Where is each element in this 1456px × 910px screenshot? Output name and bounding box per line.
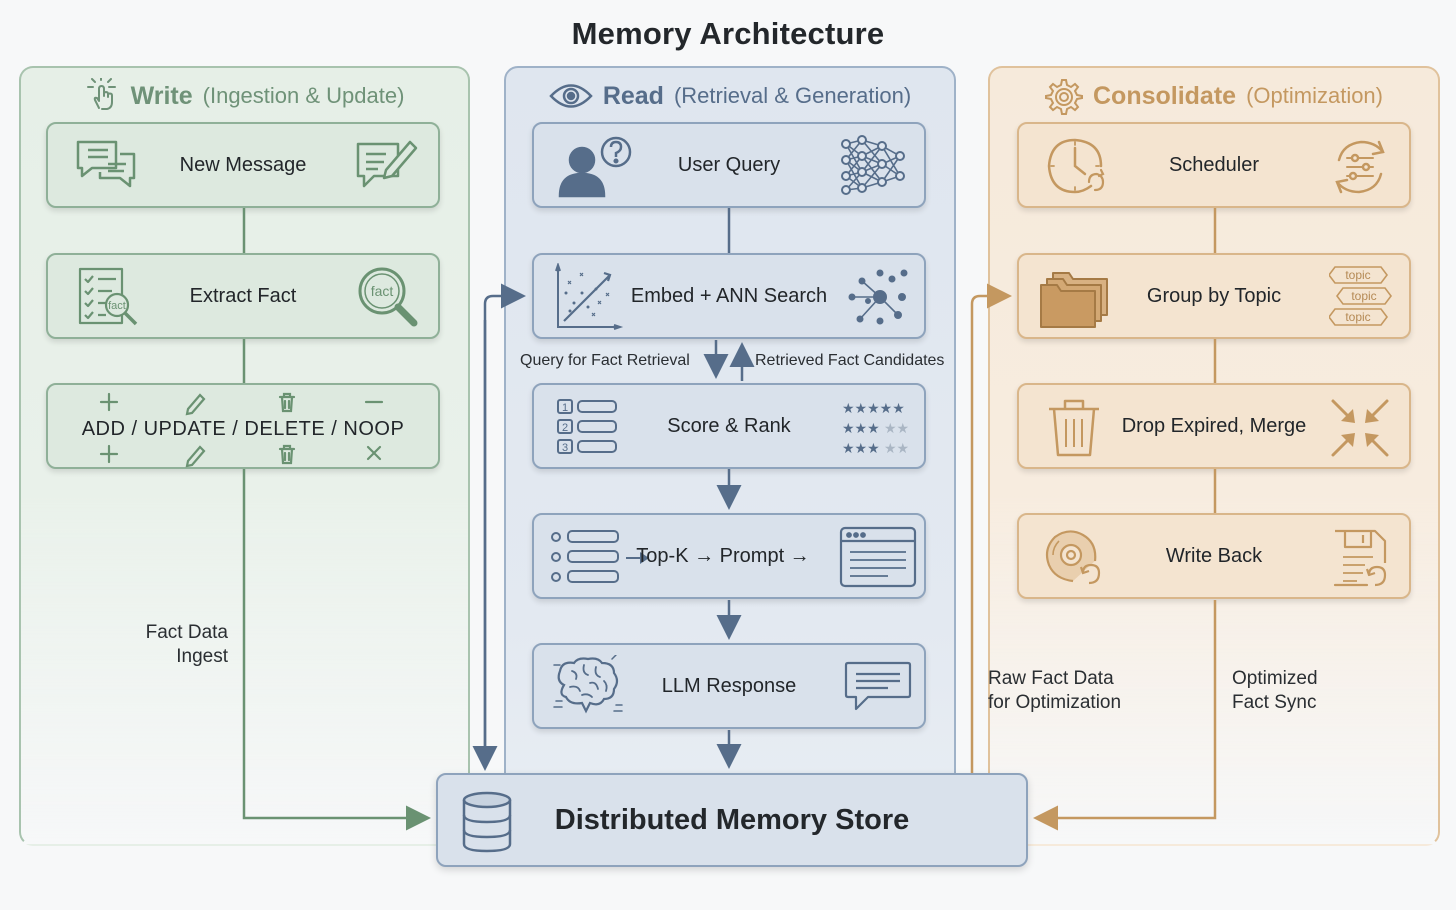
scatter-plot-icon	[555, 263, 624, 330]
checklist-icon: fact	[78, 267, 138, 326]
sliders-sync-icon	[1335, 140, 1385, 194]
window-icon	[839, 526, 917, 588]
scheduler-box: Scheduler	[1017, 122, 1411, 208]
read-subtitle: (Retrieval & Generation)	[673, 83, 912, 108]
scheduler-label: Scheduler	[1168, 153, 1260, 176]
x-icon	[366, 445, 382, 461]
topic-tag-1: topic	[1345, 268, 1370, 282]
list-icon	[551, 530, 619, 583]
database-icon	[462, 791, 512, 853]
topic-tag-2: topic	[1351, 289, 1376, 303]
query-for-fact-retrieval-note: Query for Fact Retrieval	[520, 352, 690, 369]
llm-response-box: LLM Response	[532, 643, 926, 729]
eye-icon	[549, 84, 593, 108]
svg-text:3: 3	[562, 442, 568, 454]
drop-expired-merge-box: Drop Expired, Merge	[1017, 383, 1411, 469]
write-back-label: Write Back	[1165, 544, 1263, 567]
neural-network-icon	[841, 135, 905, 195]
fact-data-ingest-note: Fact Data Ingest	[100, 621, 228, 669]
page-title: Memory Architecture	[571, 16, 885, 51]
extract-fact-label: Extract Fact	[189, 284, 297, 307]
new-message-label: New Message	[179, 153, 307, 176]
ingest-line: Ingest	[176, 646, 228, 667]
crud-operations-label: ADD / UPDATE / DELETE / NOOP	[81, 418, 405, 440]
read-title: Read	[602, 81, 664, 110]
trash-icon	[1049, 399, 1099, 457]
extract-fact-box: fact Extract Fact fact	[46, 253, 440, 339]
read-header: Read (Retrieval & Generation)	[506, 76, 954, 116]
arrow-right-icon	[626, 552, 649, 564]
top-k-prompt-label: Top-K → Prompt →	[636, 544, 810, 567]
fact-data-line: Fact Data	[145, 622, 228, 643]
folders-icon	[1040, 272, 1108, 328]
operation-icons	[99, 392, 384, 468]
disc-icon	[1045, 530, 1101, 585]
fact-tag-small: fact	[108, 300, 126, 312]
svg-text:★★★: ★★★	[842, 441, 880, 455]
svg-text:★★: ★★	[884, 441, 909, 455]
consolidate-title: Consolidate	[1093, 81, 1237, 110]
for-optimization-line: for Optimization	[988, 692, 1122, 713]
topic-tag-3: topic	[1345, 310, 1370, 324]
consolidate-header: Consolidate (Optimization)	[990, 76, 1438, 116]
embed-ann-search-box: Embed + ANN Search	[532, 253, 926, 339]
raw-fact-data-line: Raw Fact Data	[988, 668, 1114, 689]
write-title: Write	[130, 81, 193, 110]
save-icon	[1333, 529, 1387, 587]
distributed-memory-store-box: Distributed Memory Store	[436, 773, 1028, 867]
magnifier-fact-icon: fact	[358, 267, 418, 327]
distributed-memory-store-label: Distributed Memory Store	[554, 803, 910, 836]
hand-pointer-icon	[86, 78, 116, 110]
svg-text:2: 2	[562, 422, 568, 434]
user-query-label: User Query	[677, 153, 781, 176]
svg-text:★★: ★★	[884, 421, 909, 437]
write-header: Write (Ingestion & Update)	[21, 76, 468, 116]
top-k-prompt-box: Top-K → Prompt →	[532, 513, 926, 599]
brain-icon	[553, 655, 623, 714]
write-subtitle: (Ingestion & Update)	[202, 83, 405, 108]
write-back-box: Write Back	[1017, 513, 1411, 599]
chat-bubbles-icon	[76, 140, 136, 188]
svg-text:★★★★★: ★★★★★	[842, 401, 905, 417]
user-query-box: User Query	[532, 122, 926, 208]
ranked-list-icon: 1 2 3	[557, 399, 617, 454]
fact-sync-line: Fact Sync	[1232, 692, 1317, 713]
fact-tag-large: fact	[371, 283, 394, 299]
topic-tags-icon: topic topic topic	[1329, 266, 1392, 326]
message-icon	[844, 661, 912, 711]
add-icon	[99, 392, 119, 464]
drop-expired-merge-label: Drop Expired, Merge	[1121, 414, 1307, 437]
crud-operations-box: ADD / UPDATE / DELETE / NOOP	[46, 383, 440, 469]
score-rank-label: Score & Rank	[667, 414, 791, 437]
trash-icon-small	[278, 392, 296, 465]
consolidate-subtitle: (Optimization)	[1246, 83, 1383, 108]
optimized-line: Optimized	[1232, 668, 1318, 689]
user-question-icon	[558, 136, 632, 198]
clock-icon	[1047, 138, 1105, 194]
raw-fact-data-note: Raw Fact Data for Optimization	[988, 667, 1121, 715]
optimized-fact-sync-note: Optimized Fact Sync	[1232, 667, 1318, 715]
group-by-topic-box: Group by Topic topic topic topic	[1017, 253, 1411, 339]
svg-text:1: 1	[562, 402, 568, 414]
embed-ann-search-label: Embed + ANN Search	[630, 284, 828, 307]
gear-icon	[1045, 79, 1083, 115]
stars-icon: ★★★★★ ★★★★★ ★★★★★	[842, 401, 909, 455]
edit-message-icon	[356, 140, 418, 188]
group-by-topic-label: Group by Topic	[1146, 284, 1282, 307]
pencil-icon	[185, 393, 206, 468]
new-message-box: New Message	[46, 122, 440, 208]
compress-arrows-icon	[1331, 399, 1389, 457]
retrieved-fact-candidates-note: Retrieved Fact Candidates	[755, 352, 945, 369]
svg-text:★★★: ★★★	[842, 421, 880, 437]
llm-response-label: LLM Response	[661, 674, 797, 697]
cluster-icon	[848, 269, 908, 325]
